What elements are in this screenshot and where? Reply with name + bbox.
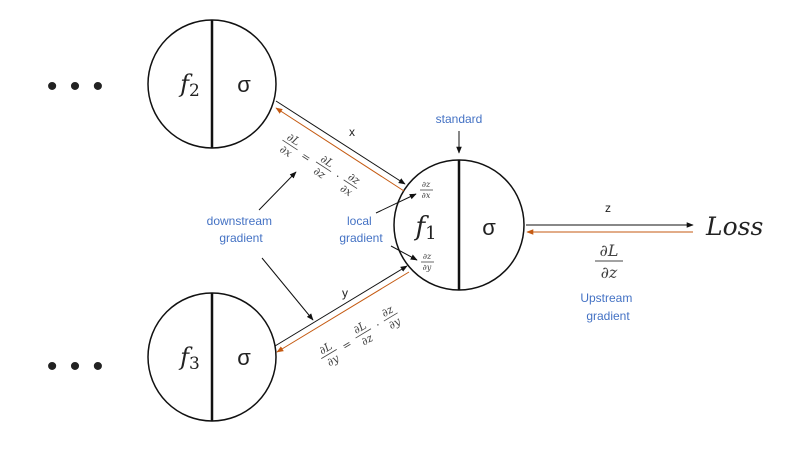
local-gradient-label: local gradient [339, 214, 383, 245]
loss-label: Loss [705, 212, 763, 241]
svg-text:∂z: ∂z [422, 180, 431, 189]
svg-text:∂z: ∂z [423, 252, 432, 261]
node-f1-activation: σ [482, 215, 496, 240]
edge-x-forward-arrow [275, 100, 406, 185]
svg-text:=: = [340, 337, 355, 353]
ellipsis-top: • • • [47, 70, 105, 103]
edge-x-backward-arrow [275, 107, 405, 192]
svg-text:∂L: ∂L [600, 241, 619, 260]
node-f3-activation: σ [237, 345, 251, 370]
svg-text:∂y: ∂y [423, 263, 432, 272]
node-f2: f2 σ [147, 19, 277, 149]
local-gradient-pointer-bottom [390, 245, 418, 261]
downstream-gradient-label: downstream gradient [207, 214, 276, 245]
edge-y-forward-arrow [274, 265, 408, 347]
node-f1: f1 σ ∂z ∂x ∂z ∂y [393, 159, 525, 291]
node-f2-activation: σ [237, 72, 251, 97]
downstream-pointer-up [258, 171, 297, 211]
local-partial-dz-dx: ∂z ∂x [420, 180, 433, 200]
downstream-pointer-down [261, 257, 314, 321]
edge-label-z: z [605, 201, 611, 215]
standard-label: standard [436, 112, 483, 126]
node-f3: f3 σ [147, 292, 277, 422]
local-gradient-pointer-top [375, 193, 417, 214]
svg-text:=: = [299, 149, 314, 165]
svg-text:·: · [373, 319, 383, 332]
svg-text:∂x: ∂x [422, 191, 431, 200]
ellipsis-bottom: • • • [47, 350, 105, 383]
upstream-gradient-label: Upstream gradient [580, 291, 635, 323]
downstream-formula-x: ∂L ∂x = ∂L ∂z · ∂z ∂x [277, 131, 362, 200]
svg-text:∂z: ∂z [601, 263, 618, 282]
local-partial-dz-dy: ∂z ∂y [421, 252, 434, 272]
edge-label-x: x [349, 125, 355, 139]
edge-y-backward-arrow [276, 271, 410, 353]
upstream-gradient-formula: ∂L ∂z [595, 241, 623, 282]
edge-label-y: y [342, 286, 348, 300]
downstream-formula-y: ∂L ∂y = ∂L ∂z · ∂z ∂y [317, 303, 404, 369]
svg-text:·: · [333, 170, 343, 183]
